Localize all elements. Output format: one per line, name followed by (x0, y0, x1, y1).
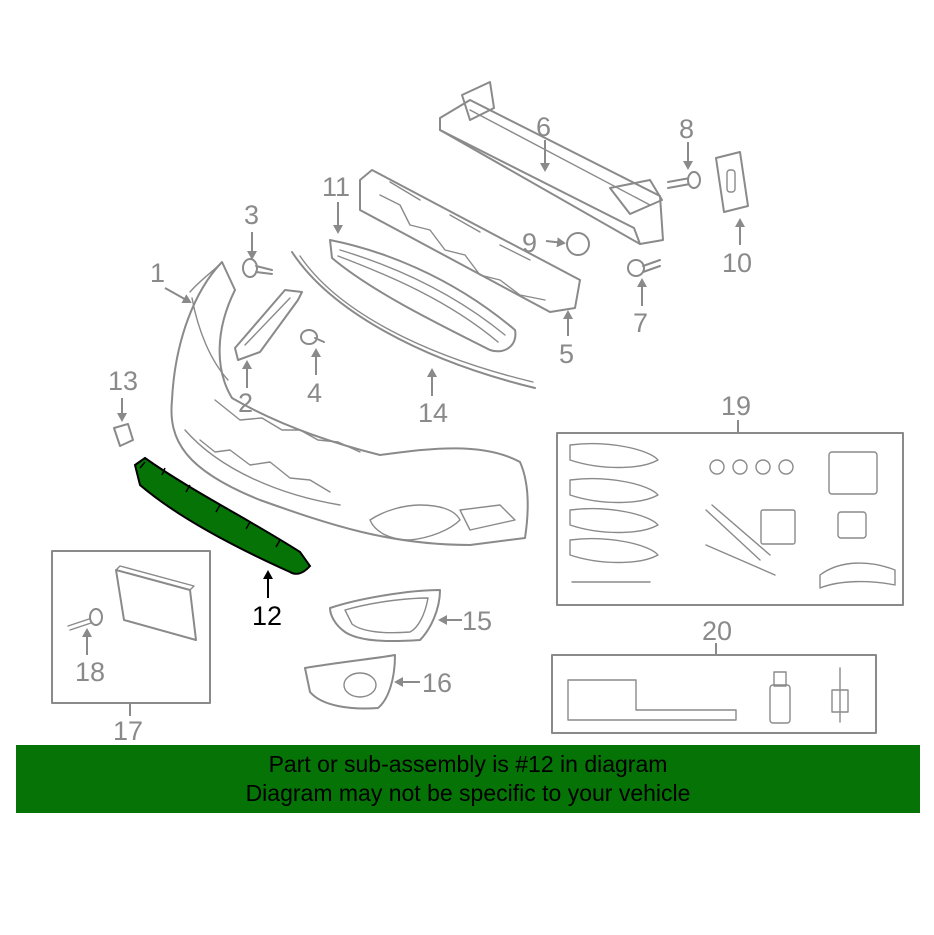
callout-12: 12 (252, 601, 282, 631)
callout-16: 16 (422, 668, 452, 698)
callout-7: 7 (633, 308, 648, 338)
callout-3: 3 (244, 200, 259, 230)
kit-20-box (551, 654, 877, 734)
callout-6: 6 (536, 112, 551, 142)
info-banner: Part or sub-assembly is #12 in diagram D… (16, 745, 920, 813)
callout-5: 5 (559, 339, 574, 369)
kit-19-box (556, 432, 904, 606)
part-5-energy-absorber (359, 169, 581, 313)
callout-11: 11 (322, 172, 350, 202)
part-16-fog-lamp (304, 654, 396, 710)
part-12-lower-grille-highlighted (133, 456, 312, 575)
callout-numbers: 1 2 3 4 5 6 7 8 9 10 11 12 13 14 15 16 1… (75, 112, 752, 746)
callout-1: 1 (150, 258, 165, 288)
part-6-reinforcement-beam (439, 81, 664, 245)
callout-14: 14 (418, 398, 448, 428)
callout-9: 9 (522, 228, 537, 258)
part-13-clip-nut (113, 423, 134, 447)
part-2-bracket (234, 289, 303, 361)
banner-line-2: Diagram may not be specific to your vehi… (245, 780, 691, 806)
callout-15: 15 (462, 606, 492, 636)
kit-17-box (51, 550, 211, 704)
callout-20: 20 (702, 616, 732, 646)
callout-8: 8 (679, 114, 694, 144)
callout-10: 10 (722, 248, 752, 278)
part-3-bolt (242, 258, 273, 278)
part-14-trim-edge (299, 255, 534, 383)
callout-19: 19 (721, 391, 751, 421)
part-1-bumper-cover (170, 261, 529, 546)
part-9-nut (566, 232, 590, 256)
part-11-grille (329, 239, 517, 353)
part-10-plate (715, 151, 749, 213)
part-2-bracket-detail (244, 297, 291, 346)
part-4-clip (300, 329, 325, 345)
callout-17: 17 (113, 716, 143, 746)
part-15-fog-lamp-bezel (329, 589, 441, 643)
callout-18: 18 (75, 657, 105, 687)
callout-13: 13 (108, 366, 138, 396)
leader-arrows (82, 140, 745, 716)
part-14-trim-strip (291, 251, 536, 389)
part-7-bolt (627, 259, 661, 277)
callout-2: 2 (238, 388, 253, 418)
callout-4: 4 (307, 378, 322, 408)
part-8-stud (667, 171, 701, 189)
banner-line-1: Part or sub-assembly is #12 in diagram (268, 751, 668, 777)
